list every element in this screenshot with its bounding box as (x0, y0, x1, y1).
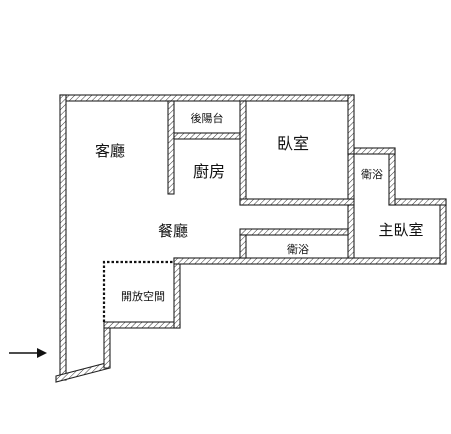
room-label-kitchen: 廚房 (193, 162, 225, 181)
room-label-open-space: 開放空間 (121, 289, 165, 303)
room-label-bathroom-small: 衛浴 (361, 168, 383, 181)
room-label-bedroom: 臥室 (277, 134, 309, 153)
room-label-dining-room: 餐廳 (158, 222, 188, 240)
interior-walls (167, 100, 355, 259)
arrow-right-icon (9, 348, 47, 358)
outer-walls (55, 94, 447, 383)
room-label-bathroom: 衛浴 (287, 243, 309, 256)
room-label-living-room: 客廳 (95, 142, 125, 160)
open-space-boundary (102, 260, 174, 322)
room-label-rear-balcony: 後陽台 (191, 111, 224, 125)
room-label-master-bedroom: 主臥室 (378, 221, 423, 239)
